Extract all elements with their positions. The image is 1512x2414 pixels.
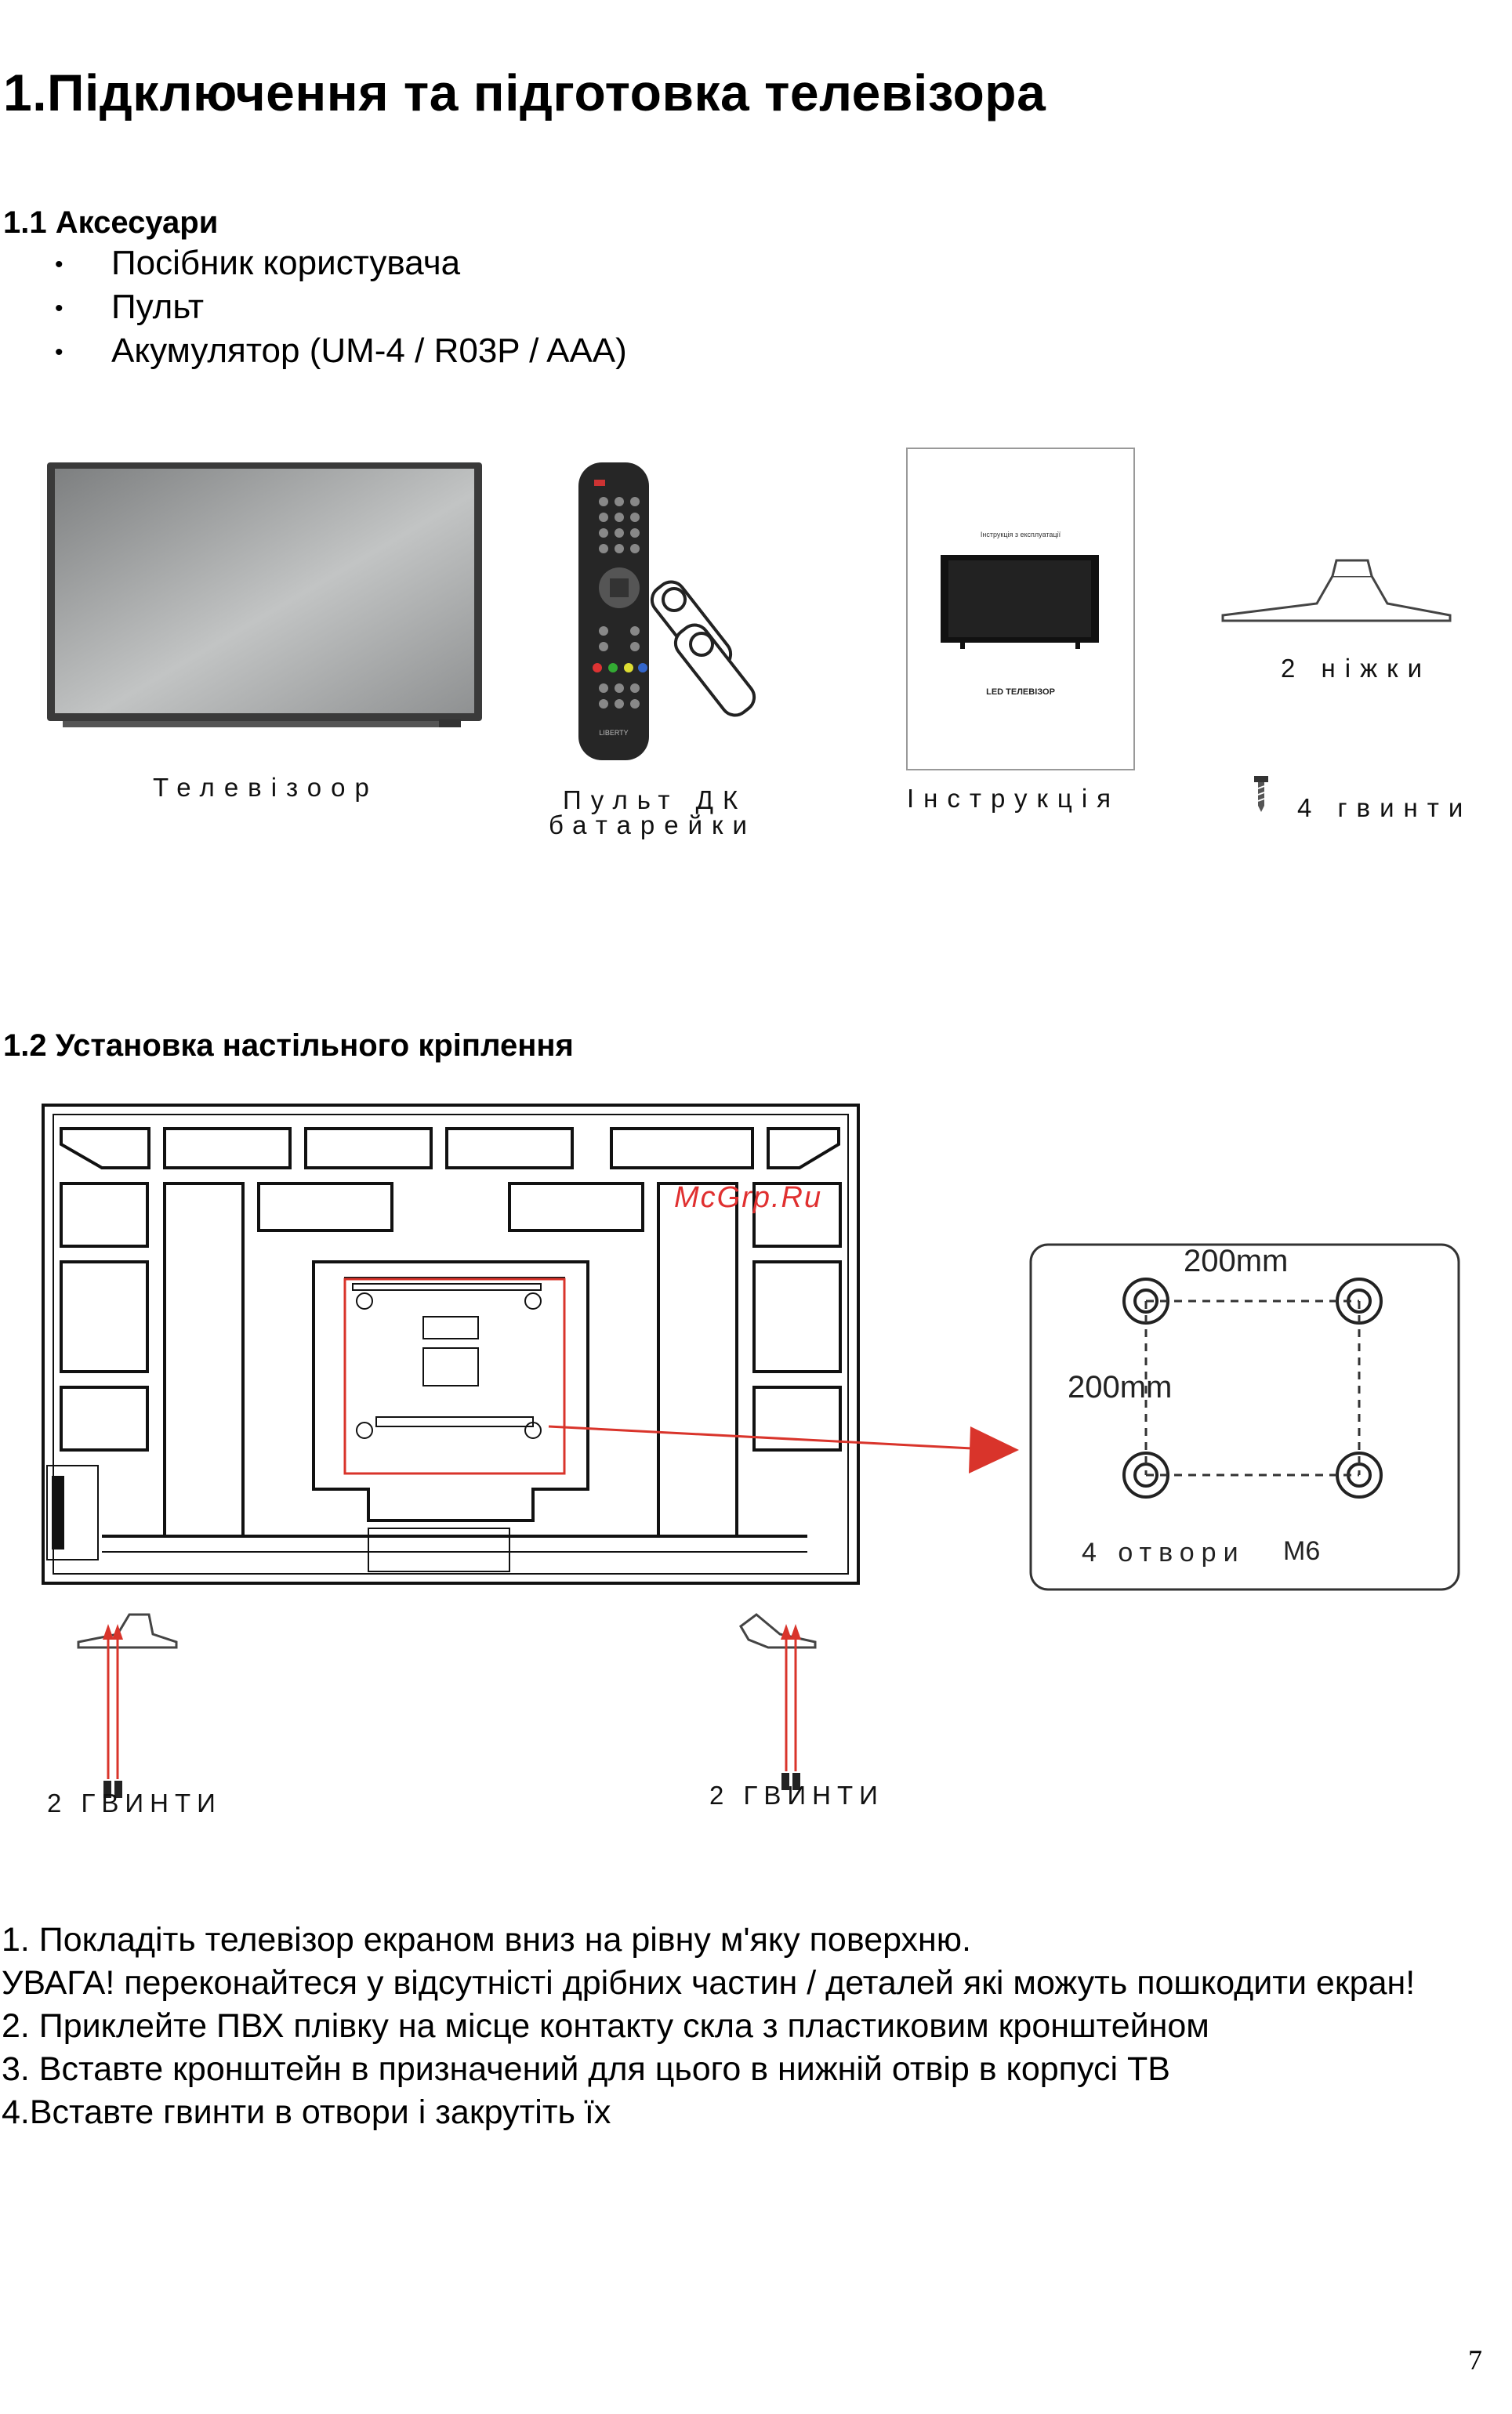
remote-caption-line1: Пульт ДК (563, 785, 748, 814)
vesa-panel: 200mm 200mm 4 отвори M6 (1029, 1243, 1460, 1591)
step-2: 2. Приклейте ПВХ плівку на місце контакт… (2, 2007, 1209, 2045)
instruction-steps: 1. Покладіть телевізор екраном вниз на р… (2, 1919, 1491, 2134)
list-item: Посібник користувача (47, 241, 627, 287)
stand-installation-figure: McGrp.Ru 200mm 200mm 4 отвори M6 (42, 1104, 1460, 1798)
manual-cover-title: Інструкція з експлуатації (981, 531, 1061, 538)
stand-caption: 2 ніжки (1281, 654, 1432, 683)
holes-size: M6 (1283, 1536, 1320, 1566)
page-number: 7 (1468, 2344, 1482, 2376)
remote-caption-line2: батарейки (549, 810, 756, 839)
arrow-icon (548, 1425, 1019, 1473)
left-screw-arrows (103, 1624, 123, 1779)
vesa-horizontal-label: 200mm (1184, 1244, 1288, 1278)
screw-icon (781, 1773, 800, 1790)
list-item: Пульт (47, 285, 627, 331)
right-screw-arrows (781, 1624, 801, 1771)
section-heading-accessories: 1.1 Аксесуари (3, 205, 219, 240)
accessories-list: Посібник користувача Пульт Акумулятор (U… (47, 241, 627, 375)
tv-caption: Телевізоор (153, 773, 379, 802)
manual-cover-subtitle: LED ТЕЛЕВІЗОР (986, 687, 1055, 697)
step-1: 1. Покладіть телевізор екраном вниз на р… (2, 1921, 971, 1959)
left-screws-caption: 2 ГВИНТИ (47, 1789, 222, 1818)
stand-illustration (1221, 559, 1452, 622)
section-heading-stand: 1.2 Установка настільного кріплення (3, 1028, 574, 1063)
vesa-vertical-label: 200mm (1068, 1370, 1172, 1405)
warning-text: УВАГА! переконайтеся у відсутністі дрібн… (2, 1964, 1416, 2002)
accessories-figure: LIBERTY Інструкція з експлуатації LED ТЕ… (47, 448, 1452, 812)
holes-label: 4 отвори (1082, 1538, 1245, 1568)
vesa-highlight (343, 1278, 566, 1475)
right-screws-caption: 2 ГВИНТИ (709, 1781, 884, 1810)
remote-brand: LIBERTY (599, 729, 628, 737)
screw-icon (103, 1781, 122, 1798)
watermark: McGrp.Ru (674, 1181, 822, 1214)
left-foot-illustration (77, 1613, 178, 1649)
screw-icon (1254, 776, 1268, 812)
list-item: Акумулятор (UM-4 / R03P / AAA) (47, 329, 627, 375)
screws-caption: 4 гвинти (1297, 793, 1473, 822)
remote-illustration: LIBERTY (578, 462, 649, 760)
batteries-illustration (650, 580, 756, 717)
tv-back-illustration (42, 1104, 860, 1585)
tv-illustration (47, 462, 482, 727)
manual-illustration: Інструкція з експлуатації LED ТЕЛЕВІЗОР (906, 448, 1135, 770)
right-foot-illustration (739, 1613, 817, 1649)
page-title: 1.Підключення та підготовка телевізора (3, 63, 1046, 121)
step-3: 3. Вставте кронштейн в призначений для ц… (2, 2050, 1170, 2088)
step-4: 4.Вставте гвинти в отвори і закрутіть їх (2, 2093, 611, 2131)
manual-caption: Інструкція (907, 784, 1121, 813)
